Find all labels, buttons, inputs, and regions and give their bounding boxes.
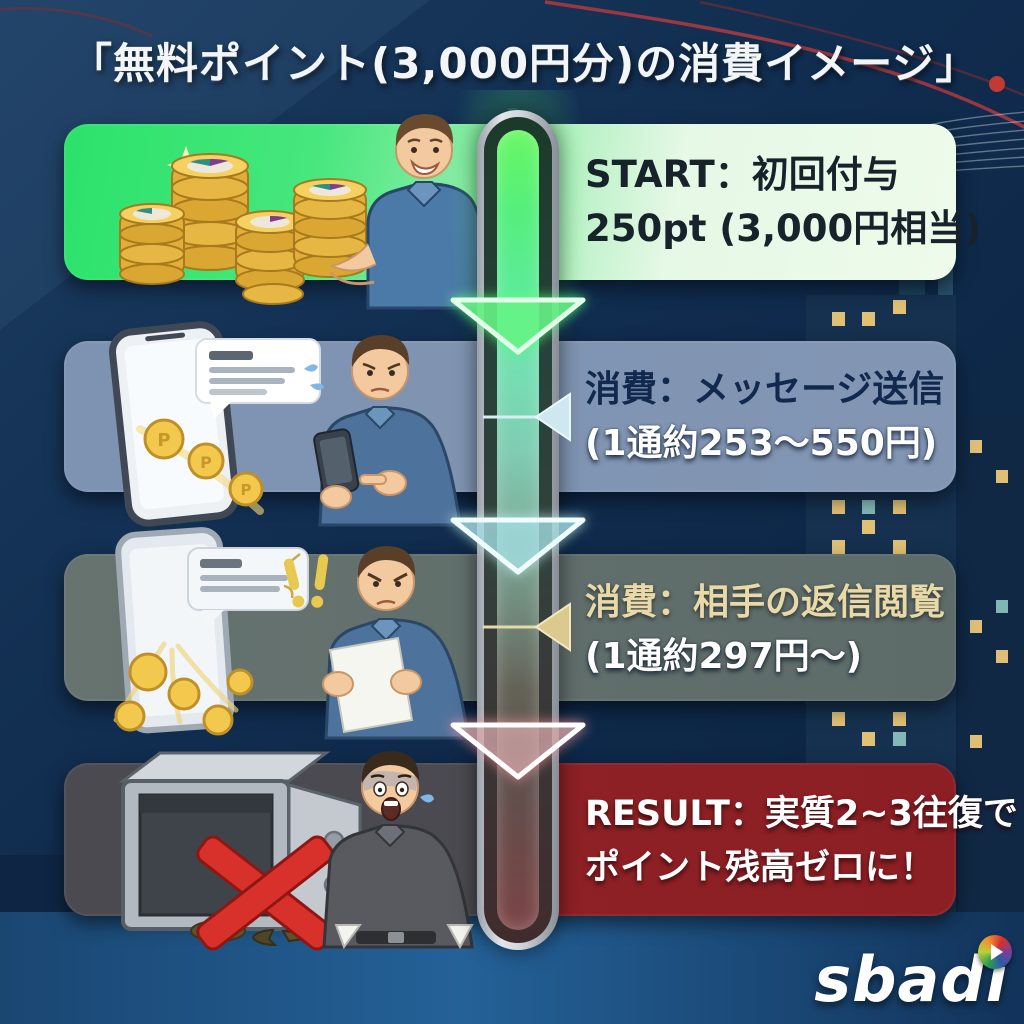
red-arc-lines [0,0,1024,129]
step-reply-line2: (1通約297円〜) [585,636,863,677]
shocked-man [322,751,474,950]
happy-man [328,114,490,310]
empty-pocket-right [446,924,474,950]
empty-safe-illustration [118,751,474,951]
worried-man [313,335,462,527]
message-send-illustration: P P P [109,321,462,527]
step-text-result: RESULT：実質2~3往復で ポイント残高ゼロに！ [585,787,1018,895]
scattering-coins [114,652,254,736]
step-result-line2: ポイント残高ゼロに！ [585,848,936,888]
step-text-message-send: 消費：メッセージ送信 (1通約253〜550円) [585,363,944,471]
letter-paper [328,636,414,734]
marker-triangle-step-2 [534,392,571,442]
marker-triangle-step-3 [534,602,571,652]
coin-stacks-illustration [119,114,490,310]
step-start-line2: 250pt (3,000円相当) [585,207,982,250]
gold-coin-stacks [119,153,367,305]
svg-text:P: P [157,430,170,451]
chat-bubble [195,338,321,419]
red-dot [989,76,1005,92]
lit-windows [832,300,1008,748]
sweat-drops [304,364,324,391]
step-reply-line1: 消費：相手の返信閲覧 [585,582,946,623]
brand-logo-text: sbadi [814,943,1008,1016]
down-arrowhead-1 [450,297,586,355]
small-phone [313,428,360,496]
frowning-man [322,546,470,740]
step-start-line1: START：初回付与 [585,153,900,196]
point-coins: P P P [143,418,264,507]
chat-bubble [187,547,309,628]
step-text-read-reply: 消費：相手の返信閲覧 (1通約297円〜) [585,576,945,684]
brand-logo: sbadi [814,935,1012,1016]
red-x-mark [196,835,334,951]
flow-arrow-overlay [450,297,586,780]
step-message-line1: 消費：メッセージ送信 [585,369,945,410]
hand [329,243,377,272]
step-result-line1: RESULT：実質2~3往復で [585,794,1018,834]
svg-text:P: P [200,453,212,472]
down-arrowhead-3 [450,722,586,780]
page-title: 「無料ポイント(3,000円分)の消費イメージ」 [70,39,979,88]
read-reply-illustration [113,527,470,740]
pointing-finger [359,474,387,485]
step-message-line2: (1通約253〜550円) [585,423,938,464]
lit-windows-teal [862,500,1008,746]
step-text-start: START：初回付与 250pt (3,000円相当) [585,148,981,256]
rainbow-play-icon [978,935,1012,969]
svg-text:P: P [241,481,252,499]
empty-pocket-left [334,924,362,950]
exclamation-marks [283,554,329,608]
down-arrowhead-2 [450,517,586,575]
